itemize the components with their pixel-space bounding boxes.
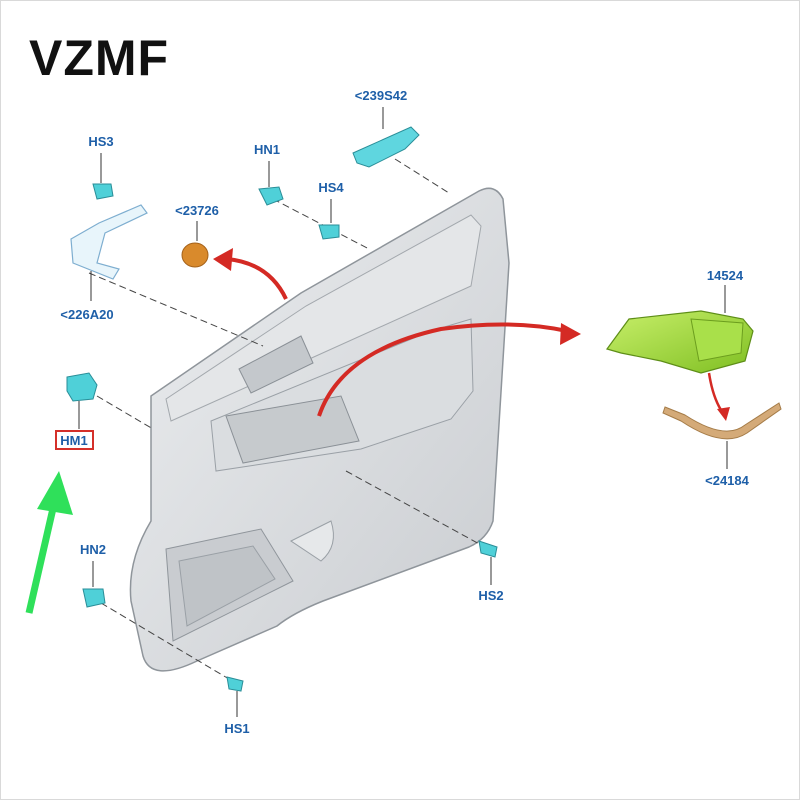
label-14524: 14524 [707, 268, 744, 283]
clip-hn1-shape [258, 161, 284, 206]
clip-hn2-shape [82, 561, 106, 608]
label-239s42: <239S42 [355, 88, 407, 103]
trim-24184-shape [662, 402, 782, 469]
clip-hs3-shape [92, 153, 114, 200]
red-arrows [213, 248, 730, 421]
part-labels: HS3 HN1 HS4 <239S42 <23726 <226A20 14524… [60, 88, 749, 736]
green-arrow [25, 471, 73, 614]
leader-lines [88, 158, 484, 680]
clip-hs4-shape [318, 199, 340, 240]
clip-hs1-shape [226, 676, 244, 717]
clip-hm1-shape [66, 372, 98, 429]
label-hs3: HS3 [88, 134, 113, 149]
label-hn1: HN1 [254, 142, 280, 157]
label-24184: <24184 [705, 473, 750, 488]
label-hm1: HM1 [60, 433, 87, 448]
label-hn2: HN2 [80, 542, 106, 557]
label-hs2: HS2 [478, 588, 503, 603]
door-trim-panel [129, 187, 510, 672]
label-hs4: HS4 [318, 180, 344, 195]
label-226a20: <226A20 [60, 307, 113, 322]
bracket-226a20-shape [70, 204, 148, 301]
bracket-239s42-shape [352, 107, 420, 168]
hm1-highlight-box [55, 430, 94, 450]
label-hs1: HS1 [224, 721, 249, 736]
brand-logo-text: VZMF [29, 30, 170, 86]
grip-14524-shape [606, 285, 754, 374]
cap-23726-shape [181, 221, 209, 268]
label-23726: <23726 [175, 203, 219, 218]
clip-hs2-shape [478, 540, 498, 585]
